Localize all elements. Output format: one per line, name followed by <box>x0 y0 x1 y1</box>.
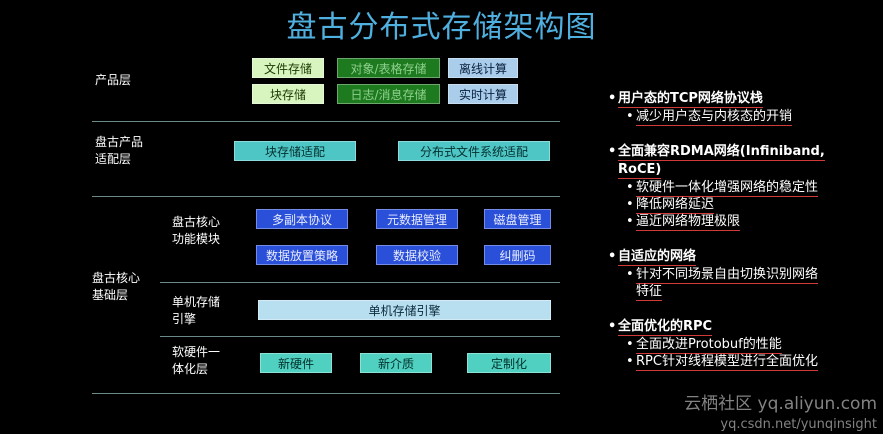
box-object-table-storage: 对象/表格存储 <box>337 58 440 78</box>
box-new-media: 新介质 <box>360 353 432 373</box>
sublayer-label-engine: 单机存储 引擎 <box>172 294 220 328</box>
sublayer-label-hw-line2: 体化层 <box>172 362 209 376</box>
divider-product-adapter <box>92 121 560 122</box>
box-disk-mgmt: 磁盘管理 <box>484 209 551 229</box>
sublayer-label-core-line2: 功能模块 <box>172 232 221 246</box>
layer-label-product: 产品层 <box>95 73 132 87</box>
layer-label-base-line1: 盘古核心 <box>92 271 141 285</box>
box-block-storage: 块存储 <box>252 84 324 104</box>
sublayer-label-core: 盘古核心 功能模块 <box>172 214 220 248</box>
layer-label-base: 盘古核心 基础层 <box>92 270 140 304</box>
sublayer-label-hw-line1: 软硬件一 <box>172 345 221 359</box>
box-customization: 定制化 <box>467 353 551 373</box>
watermark-text: 云栖社区 yq.aliyun.com <box>684 394 877 414</box>
diagram-title: 盘古分布式存储架构图 <box>286 10 597 45</box>
box-file-storage: 文件存储 <box>252 58 324 78</box>
box-multi-replica: 多副本协议 <box>256 209 348 229</box>
divider-adapter-base <box>92 196 560 197</box>
layer-label-adapter-line1: 盘古产品 <box>95 135 144 149</box>
sublayer-label-hw: 软硬件一 体化层 <box>172 344 220 378</box>
box-erasure-code: 纠删码 <box>484 245 551 265</box>
sublayer-label-engine-line2: 引擎 <box>172 312 197 326</box>
box-dfs-adapter: 分布式文件系统适配 <box>398 141 550 161</box>
divider-engine-hw <box>160 336 560 337</box>
divider-bottom <box>92 393 560 394</box>
sublayer-label-engine-line1: 单机存储 <box>172 295 221 309</box>
layer-label-adapter-line2: 适配层 <box>95 152 132 166</box>
layer-label-adapter: 盘古产品 适配层 <box>95 134 143 168</box>
box-offline-compute: 离线计算 <box>448 58 518 78</box>
box-local-engine: 单机存储引擎 <box>258 300 551 320</box>
box-realtime-compute: 实时计算 <box>448 84 518 104</box>
box-log-message-storage: 日志/消息存储 <box>337 84 440 104</box>
divider-core-engine <box>160 282 560 283</box>
box-metadata-mgmt: 元数据管理 <box>376 209 458 229</box>
box-block-adapter: 块存储适配 <box>234 141 356 161</box>
watermark-url: yq.csdn.net/yunqinsight <box>720 417 877 432</box>
box-new-hardware: 新硬件 <box>260 353 332 373</box>
layer-label-base-line2: 基础层 <box>92 288 129 302</box>
box-data-checksum: 数据校验 <box>376 245 458 265</box>
box-data-placement: 数据放置策略 <box>256 245 348 265</box>
sublayer-label-core-line1: 盘古核心 <box>172 215 221 229</box>
